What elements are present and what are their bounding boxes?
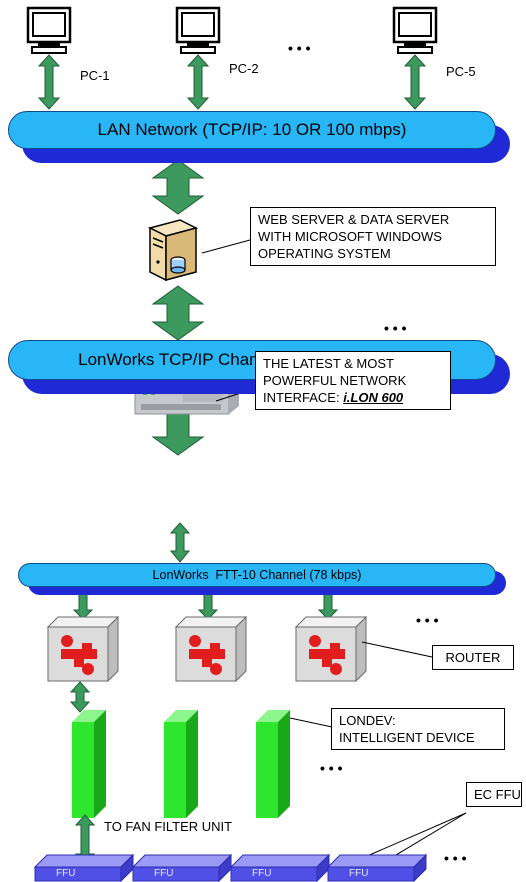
ffu-unit-3-label: FFU <box>252 868 272 879</box>
lan-server-arrow <box>151 159 205 215</box>
to-fan-filter-unit-label: TO FAN FILTER UNIT <box>104 819 233 834</box>
ftt10-bus: LonWorks FTT-10 Channel (78 kbps) <box>18 563 506 595</box>
ffu-unit-4-label: FFU <box>349 868 369 879</box>
pc-5-icon <box>392 6 438 54</box>
router-1-icon <box>46 615 120 683</box>
pc-5-label: PC-5 <box>446 64 476 79</box>
server-callout-pointer <box>201 239 251 254</box>
londev-1-icon <box>72 710 106 818</box>
ec-ffu-callout-label: EC FFU <box>474 787 521 802</box>
ec-ffu-callout: EC FFU <box>466 782 522 807</box>
ilon-callout-line1: THE LATEST & MOST <box>263 356 394 371</box>
ilon-callout: THE LATEST & MOST POWERFUL NETWORK INTER… <box>255 351 451 410</box>
pc1-lan-arrow <box>37 54 61 110</box>
router-ellipsis: • • • <box>416 612 439 628</box>
lan-network-label: LAN Network (TCP/IP: 10 OR 100 mbps) <box>97 120 407 139</box>
pc2-lan-arrow <box>186 54 210 110</box>
londev-callout-line1: LONDEV: <box>339 713 396 728</box>
ilon-callout-line3-prefix: INTERFACE: <box>263 390 344 405</box>
pc-2-label: PC-2 <box>229 61 259 76</box>
ffu-unit-1-icon <box>33 853 135 882</box>
ffu-unit-2-icon <box>131 853 233 882</box>
server-callout: WEB SERVER & DATA SERVER WITH MICROSOFT … <box>250 207 496 266</box>
ffu-unit-3-icon <box>229 853 331 882</box>
router-2-icon <box>174 615 248 683</box>
pc5-lan-arrow <box>403 54 427 110</box>
londev-3-icon <box>256 710 290 818</box>
ilon-callout-line2: POWERFUL NETWORK <box>263 373 407 388</box>
lan-network-bus: LAN Network (TCP/IP: 10 OR 100 mbps) <box>8 111 510 163</box>
ilon-callout-model: i.LON 600 <box>343 390 404 405</box>
pc-1-icon <box>26 6 72 54</box>
router-callout: ROUTER <box>432 645 514 670</box>
ilon-callout-line3: INTERFACE: i.LON 600 <box>263 389 443 406</box>
londev-callout: LONDEV: INTELLIGENT DEVICE <box>331 708 505 750</box>
londev-callout-line2: INTELLIGENT DEVICE <box>339 730 475 745</box>
ilon-ftt10-arrow <box>169 522 191 563</box>
ffu-unit-4-icon <box>326 853 428 882</box>
router-callout-label: ROUTER <box>445 650 501 665</box>
server-callout-line1: WEB SERVER & DATA SERVER <box>258 212 450 227</box>
pc-ellipsis: • • • <box>288 40 311 56</box>
ec-ffu-pointer-1 <box>357 812 467 861</box>
londev-callout-pointer <box>289 717 333 728</box>
server-lonworks-arrow <box>151 285 205 341</box>
londev-2-icon <box>164 710 198 818</box>
ffu-unit-2-label: FFU <box>154 868 174 879</box>
router-3-icon <box>294 615 368 683</box>
server-callout-line3: OPERATING SYSTEM <box>258 246 391 261</box>
router-callout-pointer <box>361 641 433 658</box>
server-icon <box>147 219 199 282</box>
ftt10-label: LonWorks FTT-10 Channel (78 kbps) <box>152 568 362 582</box>
pc-1-label: PC-1 <box>80 68 110 83</box>
ffu-unit-1-label: FFU <box>56 868 76 879</box>
server-callout-line2: WITH MICROSOFT WINDOWS <box>258 229 442 244</box>
londev-ellipsis: • • • <box>320 760 343 776</box>
ffu-ellipsis: • • • <box>444 850 467 866</box>
ilon-ellipsis: • • • <box>384 320 407 336</box>
pc-2-icon <box>175 6 221 54</box>
router1-londev-arrow <box>69 681 91 713</box>
